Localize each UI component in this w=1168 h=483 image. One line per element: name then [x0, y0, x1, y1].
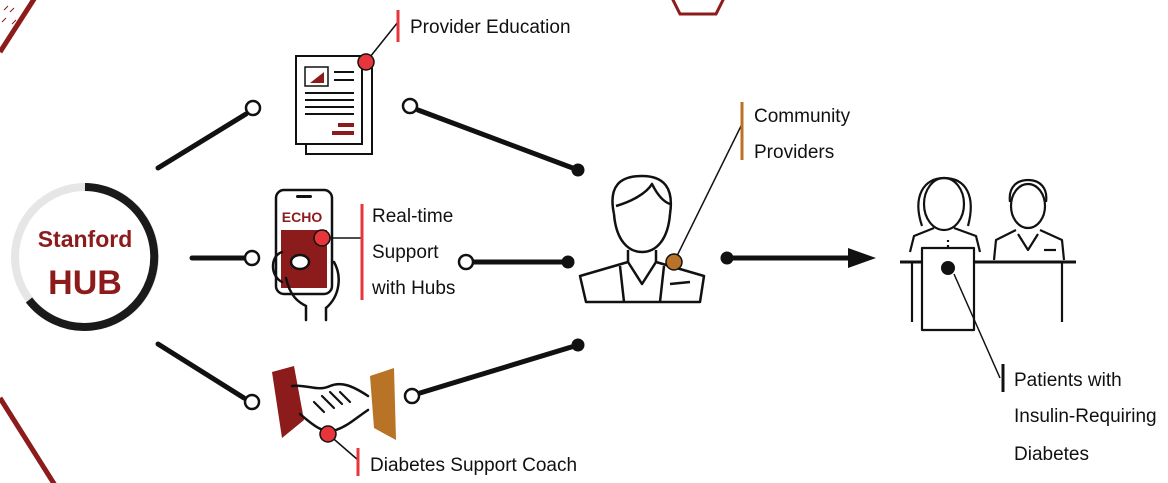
label-realtime-line2: Support: [372, 242, 439, 263]
label-realtime-line1: Real-time: [372, 206, 453, 227]
handshake-icon: [272, 366, 396, 440]
hub-label-line2: HUB: [48, 264, 122, 302]
document-icon: [295, 55, 373, 155]
label-community-line2: Providers: [754, 142, 834, 163]
label-patients-line3: Diabetes: [1014, 444, 1089, 465]
label-community-line1: Community: [754, 106, 851, 127]
phone-badge: ECHO: [282, 209, 323, 225]
label-patients-line1: Patients with: [1014, 370, 1122, 391]
hub-label-line1: Stanford: [38, 226, 133, 252]
provider-connectors: [415, 107, 581, 396]
stanford-hub: Stanford HUB: [11, 183, 159, 331]
phone-hand-icon: ECHO: [271, 188, 340, 322]
connector-node: [457, 253, 475, 271]
label-diabetes-support-coach: Diabetes Support Coach: [370, 455, 577, 476]
hexagon-fragment-icon: [671, 0, 725, 16]
label-realtime-line3: with Hubs: [371, 278, 455, 299]
connector-node: [561, 255, 575, 269]
connector-node: [243, 393, 261, 411]
referral-arrow: [720, 248, 876, 268]
callouts: [313, 10, 1005, 476]
connector-node: [401, 97, 419, 115]
connector-node: [403, 387, 421, 405]
left-decoration: [0, 0, 57, 483]
connector-node: [571, 163, 585, 177]
connector-node: [571, 338, 585, 352]
label-patients-line2: Insulin-Requiring: [1014, 406, 1157, 427]
provider-person-icon: [578, 174, 706, 304]
patients-at-desk-icon: [900, 176, 1076, 332]
connector-node: [243, 249, 261, 267]
connector-node: [244, 99, 262, 117]
hub-connectors: [155, 111, 249, 401]
label-provider-education: Provider Education: [410, 17, 571, 38]
